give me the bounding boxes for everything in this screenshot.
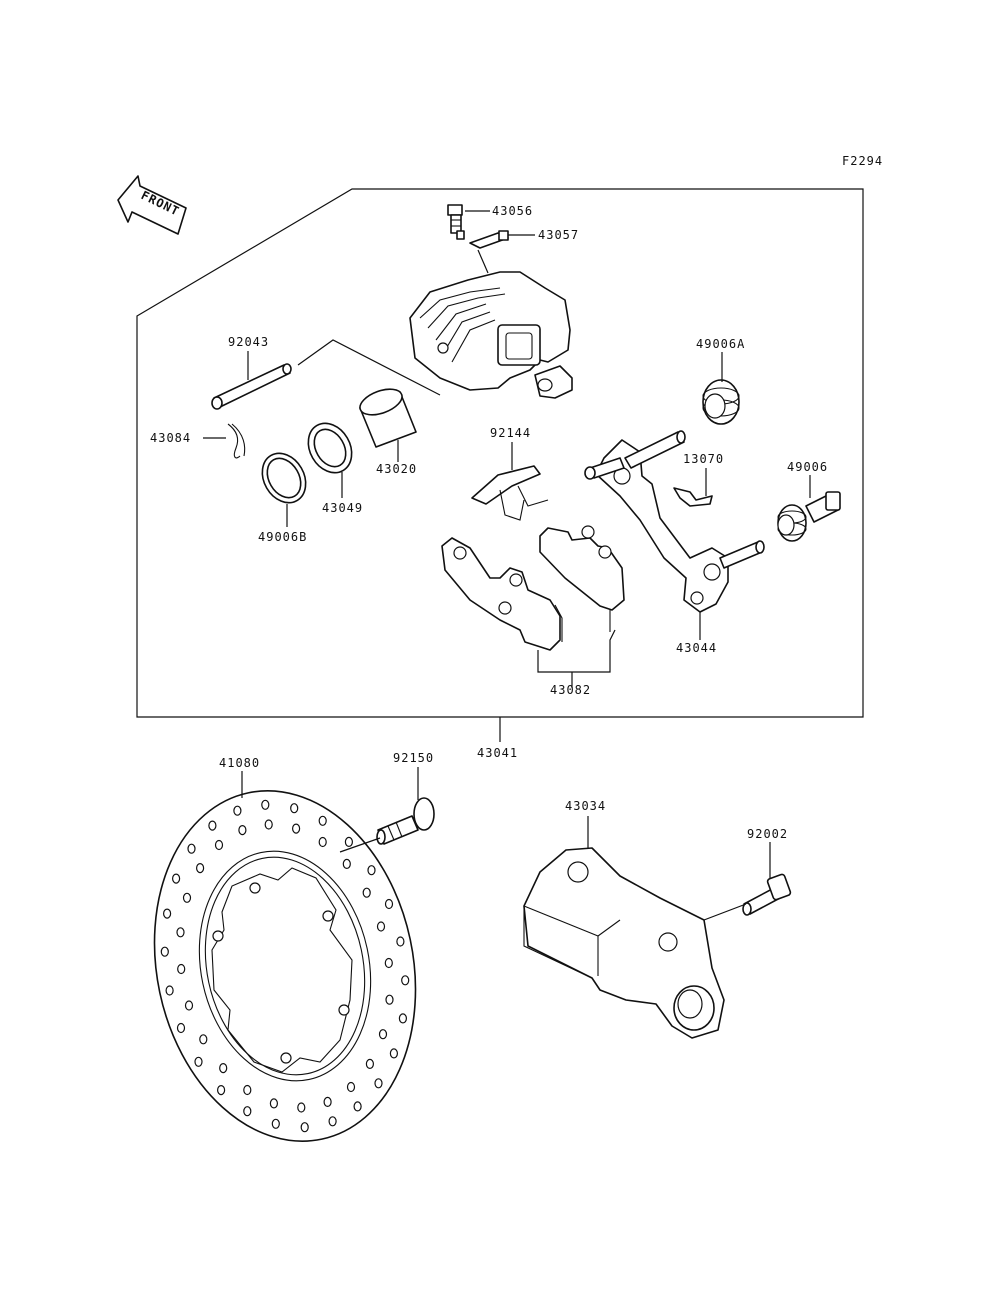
disc-hole	[182, 892, 192, 903]
label-43049: 43049	[322, 501, 363, 515]
slide-pin	[211, 363, 292, 410]
disc-hole	[187, 843, 196, 854]
label-41080: 41080	[219, 756, 260, 770]
brake-disc	[153, 790, 417, 1142]
disc-hole	[323, 1096, 332, 1108]
label-49006B: 49006B	[258, 530, 307, 544]
label-43044: 43044	[676, 641, 717, 655]
disc-hole	[243, 1106, 252, 1117]
assembly-frame	[136, 188, 864, 718]
disc-hole	[233, 805, 242, 816]
boot-a	[702, 379, 740, 425]
disc-hole	[184, 1000, 194, 1011]
disc-hole	[353, 1101, 362, 1112]
disc-hole	[271, 1118, 280, 1129]
disc-hole	[290, 803, 299, 814]
disc-hole	[269, 1098, 278, 1109]
disc-hole	[172, 873, 181, 884]
pad-plate	[673, 487, 713, 507]
label-49006A: 49006A	[696, 337, 745, 351]
disc-hole	[374, 1078, 383, 1089]
disc-hole	[385, 994, 394, 1005]
label-43034: 43034	[565, 799, 606, 813]
figure-code: F2294	[842, 154, 883, 168]
disc-hole	[261, 799, 270, 810]
disc-hole	[208, 820, 217, 831]
label-43082: 43082	[550, 683, 591, 697]
disc-hole	[176, 1022, 186, 1034]
label-43041: 43041	[477, 746, 518, 760]
disc-bolt	[376, 797, 435, 845]
brake-pad-left	[441, 537, 563, 651]
dust-seal	[261, 452, 307, 504]
caliper-mount-bracket	[523, 847, 725, 1039]
disc-hole	[362, 887, 371, 898]
disc-hole	[367, 865, 376, 876]
disc-ventilation-holes	[160, 799, 410, 1133]
disc-hole	[243, 1084, 252, 1096]
disc-hole	[219, 1062, 228, 1074]
disc-hole	[163, 908, 172, 919]
disc-hole	[214, 839, 224, 851]
caliper-bracket	[584, 430, 765, 613]
disc-hole	[401, 975, 410, 986]
disc-hole	[217, 1084, 226, 1096]
label-13070: 13070	[683, 452, 724, 466]
piston	[359, 388, 417, 448]
disc-hole	[176, 927, 185, 938]
brake-pad-right	[539, 525, 625, 632]
disc-hole	[318, 836, 327, 848]
disc-hole	[177, 963, 186, 975]
disc-hole	[297, 1102, 306, 1113]
disc-hole	[160, 946, 169, 957]
disc-hole	[396, 936, 405, 947]
pad-spring	[471, 465, 549, 521]
disc-hole	[300, 1122, 309, 1133]
disc-hole	[292, 823, 301, 834]
label-49006: 49006	[787, 460, 828, 474]
label-92002: 92002	[747, 827, 788, 841]
label-92043: 92043	[228, 335, 269, 349]
disc-hole	[378, 1029, 388, 1040]
disc-hole	[376, 921, 386, 932]
boot-bolt	[777, 491, 841, 542]
disc-hole	[398, 1013, 407, 1024]
disc-hole	[365, 1058, 374, 1070]
label-43056: 43056	[492, 204, 533, 218]
disc-hole	[165, 985, 174, 996]
bleed-cap	[469, 230, 509, 249]
caliper-body	[409, 271, 573, 399]
disc-hole	[318, 815, 327, 826]
label-43084: 43084	[150, 431, 191, 445]
disc-hole	[342, 858, 351, 870]
disc-hole	[328, 1116, 337, 1127]
disc-hole	[384, 957, 393, 969]
label-92150: 92150	[393, 751, 434, 765]
piston-seal	[307, 422, 353, 474]
disc-hole	[344, 836, 353, 848]
disc-hole	[389, 1048, 398, 1059]
disc-hole	[346, 1081, 356, 1093]
label-43020: 43020	[376, 462, 417, 476]
disc-hole	[238, 824, 247, 836]
bleed-valve	[447, 204, 465, 240]
front-direction-arrow-icon: FRONT	[117, 175, 187, 235]
r-clip	[227, 423, 246, 459]
disc-hole	[199, 1034, 208, 1045]
bracket-bolt	[742, 873, 792, 916]
disc-hole	[196, 862, 205, 874]
label-43057: 43057	[538, 228, 579, 242]
label-92144: 92144	[490, 426, 531, 440]
disc-hole	[194, 1056, 203, 1067]
disc-hole	[264, 819, 273, 830]
disc-hole	[384, 898, 394, 910]
